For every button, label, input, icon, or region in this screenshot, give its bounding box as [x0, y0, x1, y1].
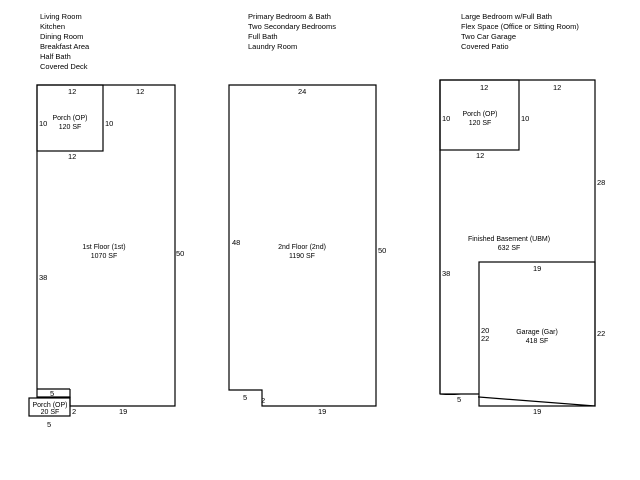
feature-item: Half Bath	[40, 52, 71, 61]
first-floor-porch-small	[28, 397, 71, 417]
basement-notch-mask	[441, 395, 478, 407]
dim-porch-left: 10	[39, 119, 47, 128]
basement-outline	[439, 79, 596, 407]
dim-right: 50	[378, 246, 386, 255]
dim-porch-right: 10	[105, 119, 113, 128]
dim-porch-left: 10	[442, 114, 450, 123]
dim-top: 24	[298, 87, 306, 96]
dim-porch-width: 12	[480, 83, 488, 92]
feature-item: Breakfast Area	[40, 42, 90, 51]
feature-item: Primary Bedroom & Bath	[248, 12, 331, 21]
dim-notch-height: 2	[261, 396, 265, 405]
feature-item: Covered Deck	[40, 62, 88, 71]
basement-features: Large Bedroom w/Full Bath Flex Space (Of…	[461, 12, 579, 52]
feature-item: Full Bath	[248, 32, 278, 41]
feature-item: Kitchen	[40, 22, 66, 31]
basement-porch	[439, 79, 520, 151]
garage-name: Garage (Gar)	[516, 329, 558, 336]
first-floor-porch-top	[36, 84, 104, 152]
second-floor-name: 2nd Floor (2nd)	[278, 244, 326, 251]
basement-name: Finished Basement (UBM)	[468, 236, 550, 243]
dim-porch-small-side: 2	[72, 407, 76, 416]
basement-porch-area: 120 SF	[469, 120, 492, 127]
porch-small-name: Porch (OP)	[32, 402, 67, 409]
feature-item: Covered Patio	[461, 42, 509, 51]
feature-item: Flex Space (Office or Sitting Room)	[461, 22, 579, 31]
first-floor-features: Living Room Kitchen Dining Room Breakfas…	[40, 12, 89, 72]
second-floor-area: 1190 SF	[289, 253, 315, 260]
porch-top-area: 120 SF	[59, 124, 82, 131]
dim-garage-left-inner: 22	[481, 334, 489, 343]
basement-area: 632 SF	[498, 245, 521, 252]
porch-top-name: Porch (OP)	[52, 115, 87, 122]
second-floor-features: Primary Bedroom & Bath Two Secondary Bed…	[248, 12, 336, 52]
basement-plan: 12 12 10 10 Porch (OP) 120 SF 12 28 Fini…	[439, 79, 605, 416]
dim-garage-top: 19	[533, 264, 541, 273]
dim-notch-width: 5	[243, 393, 247, 402]
feature-item: Living Room	[40, 12, 82, 21]
dim-left: 38	[39, 273, 47, 282]
dim-porch-right: 10	[521, 114, 529, 123]
first-floor-plan: 12 12 10 10 12 Porch (OP) 120 SF 50 38 1…	[28, 84, 184, 429]
dim-left: 48	[232, 238, 240, 247]
feature-item: Two Car Garage	[461, 32, 517, 41]
second-floor-outline	[228, 84, 377, 407]
second-floor-plan: 24 48 50 2nd Floor (2nd) 1190 SF 5 2 19	[228, 84, 386, 416]
dim-right: 50	[176, 249, 184, 258]
dim-left: 38	[442, 269, 450, 278]
feature-item: Dining Room	[40, 32, 84, 41]
dim-garage-left-outer: 20	[481, 326, 489, 335]
garage-outline	[478, 261, 596, 407]
dim-porch-top-width: 12	[68, 87, 76, 96]
dim-bottom: 19	[119, 407, 127, 416]
dim-porch-bottom: 12	[476, 151, 484, 160]
basement-porch-name: Porch (OP)	[462, 111, 497, 118]
first-floor-name: 1st Floor (1st)	[82, 244, 125, 251]
dim-garage-right: 22	[597, 329, 605, 338]
garage-area: 418 SF	[526, 338, 549, 345]
dim-porch-small-top: 5	[50, 389, 54, 398]
feature-item: Laundry Room	[248, 42, 298, 51]
dim-porch-bottom: 12	[68, 152, 76, 161]
dim-porch-small-bottom: 5	[47, 420, 51, 429]
dim-right-upper: 28	[597, 178, 605, 187]
dim-bottom: 19	[318, 407, 326, 416]
dim-garage-bottom: 19	[533, 407, 541, 416]
feature-item: Two Secondary Bedrooms	[248, 22, 336, 31]
dim-bottom-left: 5	[457, 395, 461, 404]
dim-top-right: 12	[136, 87, 144, 96]
dim-top-right: 12	[553, 83, 561, 92]
feature-item: Large Bedroom w/Full Bath	[461, 12, 552, 21]
first-floor-area: 1070 SF	[91, 253, 117, 260]
porch-small-area: 20 SF	[41, 409, 60, 416]
